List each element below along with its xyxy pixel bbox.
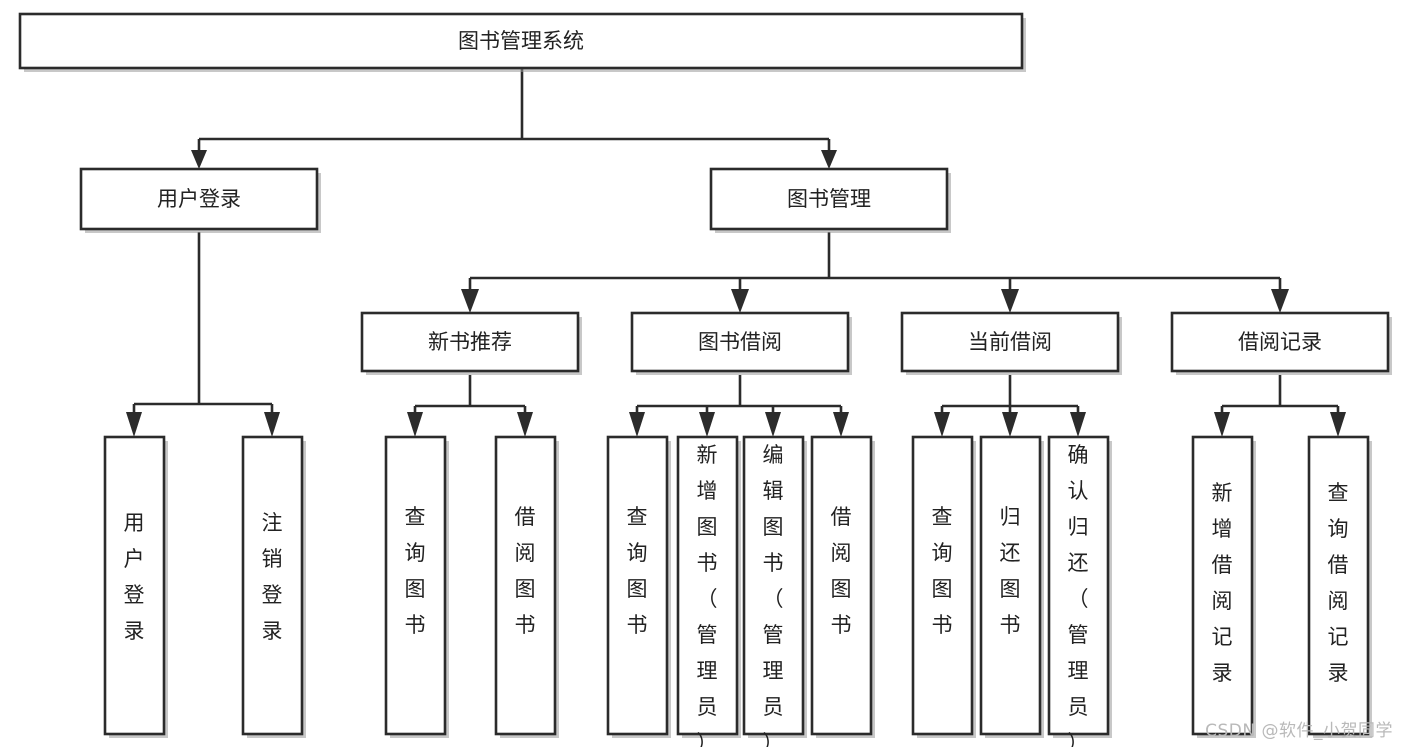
leaf-query-book-1[interactable]: 查询图书 — [384, 435, 449, 738]
node-new-book-recommend-rect — [360, 311, 580, 373]
leaf-query-book-3-label: 查询图书 — [932, 505, 953, 637]
leaf-query-borrow-record[interactable]: 查询借阅记录 — [1307, 435, 1372, 738]
leaf-borrow-book-2-rect — [810, 435, 873, 736]
leaf-confirm-return-admin-rect — [1047, 435, 1110, 736]
node-current-borrow[interactable]: 当前借阅 — [900, 311, 1122, 375]
arrowhead-new-book-recommend — [461, 289, 479, 313]
leaf-query-book-3-rect — [911, 435, 974, 736]
leaf-edit-book-admin-rect — [742, 435, 805, 736]
leaf-return-book-label: 归还图书 — [1000, 505, 1021, 637]
leaf-edit-book-admin[interactable]: 编辑图书（管理员） — [742, 435, 807, 747]
leaf-logout-login[interactable]: 注销登录 — [241, 435, 306, 738]
node-book-borrow-label: 图书借阅 — [698, 330, 782, 354]
node-borrow-record-label: 借阅记录 — [1238, 330, 1322, 354]
node-user-login-label: 用户登录 — [157, 187, 241, 211]
leaf-query-book-1-label: 查询图书 — [405, 505, 426, 637]
node-current-borrow-rect — [900, 311, 1120, 373]
node-book-management[interactable]: 图书管理 — [709, 167, 951, 233]
node-book-management-label: 图书管理 — [787, 187, 871, 211]
node-root-rect — [18, 12, 1024, 70]
leaf-query-borrow-record-label: 查询借阅记录 — [1328, 481, 1349, 685]
arrowhead-leaf-user-login — [126, 412, 142, 437]
node-book-borrow-rect — [630, 311, 850, 373]
leaf-query-book-2[interactable]: 查询图书 — [606, 435, 671, 738]
arrowhead-leaf-return-book — [1002, 412, 1018, 437]
leaf-add-book-admin-label: 新增图书（管理员） — [697, 443, 718, 747]
leaf-query-book-1-rect — [384, 435, 447, 736]
node-current-borrow-label: 当前借阅 — [968, 330, 1052, 354]
arrowhead-leaf-add-borrow-record — [1214, 412, 1230, 437]
leaf-query-book-2-label: 查询图书 — [627, 505, 648, 637]
arrowhead-current-borrow — [1001, 289, 1019, 313]
leaf-borrow-book-2-label: 借阅图书 — [831, 505, 852, 637]
leaf-user-login[interactable]: 用户登录 — [103, 435, 168, 738]
leaf-add-book-admin[interactable]: 新增图书（管理员） — [676, 435, 741, 747]
node-user-login-rect — [79, 167, 319, 231]
leaf-return-book-rect — [979, 435, 1042, 736]
leaf-borrow-book-1-label: 借阅图书 — [515, 505, 536, 637]
node-user-login[interactable]: 用户登录 — [79, 167, 321, 233]
arrowhead-book-management — [821, 150, 837, 169]
leaf-query-borrow-record-rect — [1307, 435, 1370, 736]
leaf-confirm-return-admin-label: 确认归还（管理员） — [1068, 443, 1089, 747]
leaf-user-login-label: 用户登录 — [124, 511, 145, 643]
node-new-book-recommend-label: 新书推荐 — [428, 330, 512, 354]
leaf-confirm-return-admin[interactable]: 确认归还（管理员） — [1047, 435, 1112, 747]
arrowhead-leaf-borrow-book-1 — [517, 412, 533, 437]
leaf-query-book-3[interactable]: 查询图书 — [911, 435, 976, 738]
leaf-logout-login-rect — [241, 435, 304, 736]
leaf-borrow-book-1-rect — [494, 435, 557, 736]
arrowhead-leaf-query-book-1 — [407, 412, 423, 437]
arrowhead-borrow-record — [1271, 289, 1289, 313]
arrowhead-leaf-query-book-2 — [629, 412, 645, 437]
leaf-add-borrow-record-rect — [1191, 435, 1254, 736]
leaf-add-borrow-record-label: 新增借阅记录 — [1212, 481, 1233, 685]
arrowhead-user-login — [191, 150, 207, 169]
leaf-logout-login-label: 注销登录 — [262, 511, 283, 643]
leaf-add-book-admin-rect — [676, 435, 739, 736]
arrowhead-leaf-confirm-return-admin — [1070, 412, 1086, 437]
leaf-user-login-rect — [103, 435, 166, 736]
node-new-book-recommend[interactable]: 新书推荐 — [360, 311, 582, 375]
arrowhead-leaf-query-borrow-record — [1330, 412, 1346, 437]
leaf-query-book-2-rect — [606, 435, 669, 736]
arrowhead-leaf-add-book-admin — [699, 412, 715, 437]
leaf-return-book[interactable]: 归还图书 — [979, 435, 1044, 738]
arrowhead-leaf-logout-login — [264, 412, 280, 437]
node-root[interactable]: 图书管理系统 — [18, 12, 1026, 72]
arrowhead-leaf-edit-book-admin — [765, 412, 781, 437]
arrowhead-leaf-borrow-book-2 — [833, 412, 849, 437]
node-borrow-record-rect — [1170, 311, 1390, 373]
arrowhead-book-borrow — [731, 289, 749, 313]
leaf-borrow-book-2[interactable]: 借阅图书 — [810, 435, 875, 738]
connector-layer — [126, 68, 1346, 437]
leaf-borrow-book-1[interactable]: 借阅图书 — [494, 435, 559, 738]
arrowhead-leaf-query-book-3 — [934, 412, 950, 437]
leaf-add-borrow-record[interactable]: 新增借阅记录 — [1191, 435, 1256, 738]
node-borrow-record[interactable]: 借阅记录 — [1170, 311, 1392, 375]
node-root-label: 图书管理系统 — [458, 29, 584, 53]
leaf-edit-book-admin-label: 编辑图书（管理员） — [763, 443, 784, 747]
node-book-borrow[interactable]: 图书借阅 — [630, 311, 852, 375]
node-book-management-rect — [709, 167, 949, 231]
